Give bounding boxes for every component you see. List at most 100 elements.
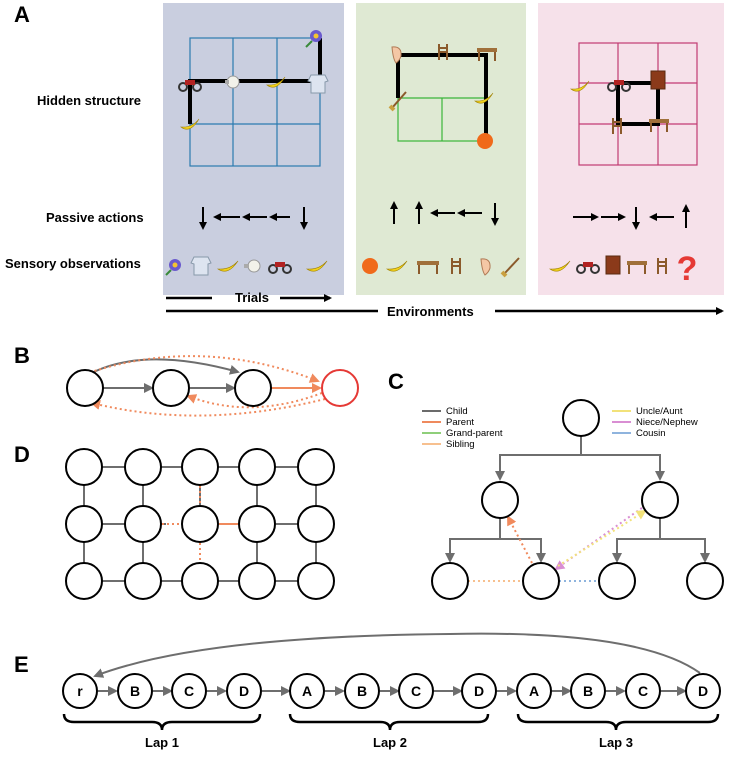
trials-label: Trials	[235, 290, 269, 305]
env2-actions	[390, 201, 499, 226]
legend-label-cousin: Cousin	[636, 428, 666, 439]
shirt-icon	[190, 256, 212, 276]
env1-path	[188, 38, 322, 124]
legend-label-uncle-aunt: Uncle/Aunt	[636, 406, 683, 417]
bulb-icon	[244, 259, 261, 273]
banana-icon	[216, 260, 239, 272]
table-icon	[417, 261, 439, 274]
motorbike-icon	[607, 80, 631, 92]
panel-c-node-parent	[481, 481, 519, 519]
question-mark: ?	[677, 250, 698, 288]
panel-e-node-label: C	[638, 683, 648, 699]
panel-c-node-cousin	[598, 562, 636, 600]
broom-icon	[500, 257, 520, 278]
panel-b-node	[66, 369, 104, 407]
book-icon	[605, 255, 621, 275]
lap-2-label: Lap 2	[373, 735, 407, 750]
shirt-icon	[307, 74, 329, 94]
lap-1-label: Lap 1	[145, 735, 179, 750]
row-label-hidden-structure: Hidden structure	[37, 93, 141, 108]
banana-icon	[266, 76, 286, 88]
book-icon	[650, 70, 666, 90]
chair-icon	[612, 118, 622, 134]
panel-e-letter: E	[14, 652, 29, 677]
panel-d-node	[238, 505, 276, 543]
table-icon	[477, 48, 497, 61]
env3-actions	[573, 204, 690, 230]
panel-c-node-cousin	[686, 562, 724, 600]
panel-d-node	[65, 448, 103, 486]
panel-c-legend: Child Parent Grand-parent Sibling Uncle/…	[422, 406, 698, 450]
env3-observations	[548, 255, 667, 275]
env1-actions	[199, 207, 308, 230]
panel-e-node-label: B	[583, 683, 593, 699]
panel-c-node-uncle	[641, 481, 679, 519]
panel-d-node	[181, 562, 219, 600]
env1-background	[163, 3, 344, 295]
panel-d-node	[181, 505, 219, 543]
env2-grid-items	[388, 44, 497, 149]
environments-label: Environments	[387, 304, 474, 319]
panel-d-node	[297, 505, 335, 543]
panel-c-letter: C	[388, 369, 404, 394]
broom-icon	[388, 91, 407, 112]
panel-e-node-label: D	[474, 683, 484, 699]
panel-d-node	[238, 562, 276, 600]
panel-c-relation-edges	[468, 504, 647, 582]
panel-b-edges	[84, 355, 326, 417]
legend-label-niece-nephew: Niece/Nephew	[636, 417, 698, 428]
banana-icon	[474, 92, 494, 104]
lap-3-label: Lap 3	[599, 735, 633, 750]
banana-icon	[548, 260, 571, 272]
panel-e-nodes: r B C D A B C D A B C D	[62, 673, 721, 709]
legend-label-sibling: Sibling	[446, 439, 475, 450]
panel-e-node-label: B	[357, 683, 367, 699]
banana-icon	[305, 260, 328, 272]
panel-d-node	[181, 448, 219, 486]
ear-icon	[480, 258, 491, 276]
banana-icon	[180, 118, 200, 130]
panel-e-node-label: r	[77, 683, 83, 699]
env1-grid-items	[178, 30, 329, 130]
flower-icon	[305, 30, 322, 48]
motorbike-icon	[576, 262, 600, 274]
panel-e-node-label: C	[184, 683, 194, 699]
panel-d-node	[238, 448, 276, 486]
panel-d-node	[65, 562, 103, 600]
ear-icon	[391, 46, 402, 64]
panel-e-node-label: C	[411, 683, 421, 699]
panel-e-node-label: B	[130, 683, 140, 699]
bulb-icon	[225, 75, 240, 89]
orange-icon	[477, 133, 493, 149]
orange-icon	[362, 258, 378, 274]
row-label-passive-actions: Passive actions	[46, 210, 144, 225]
env3-background	[538, 3, 724, 295]
legend-label-grandparent: Grand-parent	[446, 428, 503, 439]
panel-e-return-edge	[93, 632, 701, 678]
panel-d-node	[124, 448, 162, 486]
panel-d-letter: D	[14, 442, 30, 467]
panel-d-nodes	[65, 448, 335, 600]
panel-c-node-root	[562, 399, 600, 437]
panel-b-node-target	[321, 369, 359, 407]
chair-icon	[451, 258, 461, 274]
banana-icon	[385, 260, 408, 272]
panel-e-node-label: D	[698, 683, 708, 699]
panel-d-relation-edges	[162, 486, 238, 562]
env2-observations	[362, 257, 520, 278]
env1-observations	[165, 256, 328, 276]
panel-c-tree-edges	[445, 435, 710, 563]
panel-e-node-label: A	[302, 683, 312, 699]
panel-d-node	[124, 505, 162, 543]
chair-icon	[657, 258, 667, 274]
legend-label-child: Child	[446, 406, 468, 417]
panel-b-letter: B	[14, 343, 30, 368]
panel-a-letter: A	[14, 2, 30, 27]
table-icon	[627, 261, 647, 274]
panel-d-node	[297, 448, 335, 486]
motorbike-icon	[268, 262, 292, 274]
panel-e-node-label: D	[239, 683, 249, 699]
env2-path	[396, 53, 488, 141]
row-label-sensory-observations: Sensory observations	[5, 256, 141, 271]
